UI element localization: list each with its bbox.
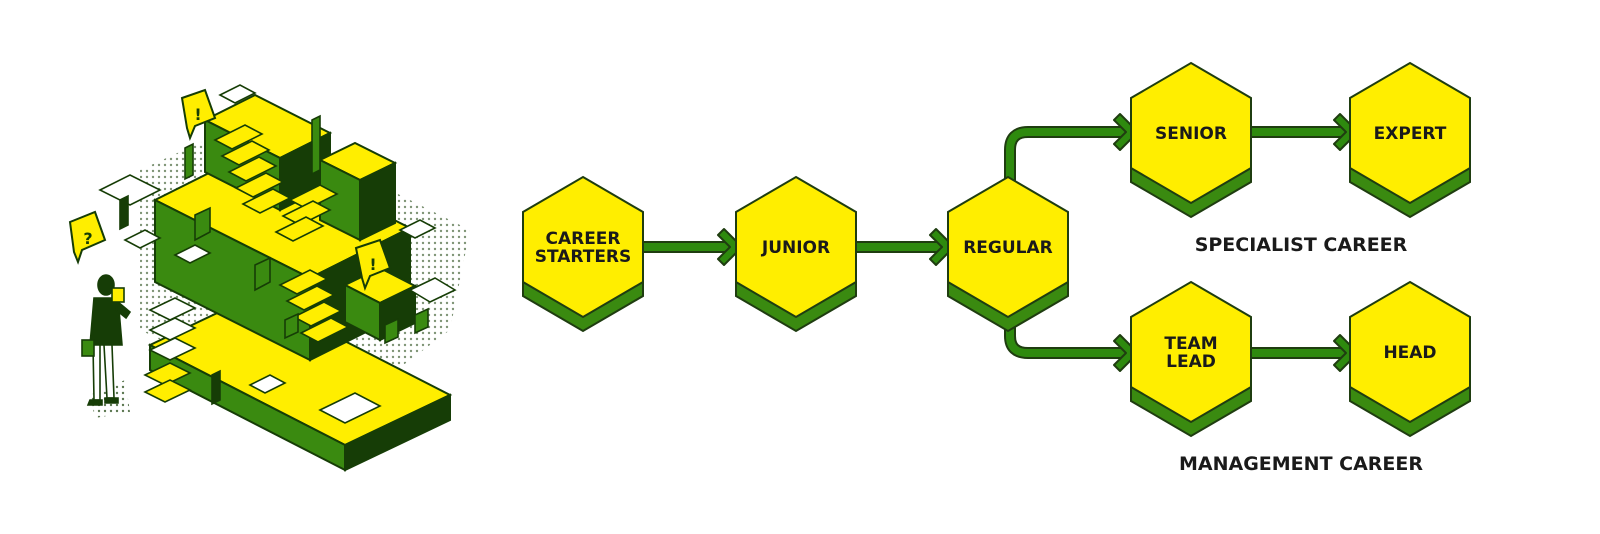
isometric-staircase-illustration: ? ! ! [68, 84, 470, 472]
node-career-starters-label-1: CAREER [545, 229, 620, 249]
hex-face [1349, 61, 1471, 205]
exclaim-bubble-right-icon: ! [354, 238, 392, 291]
node-team-lead-label-1: TEAM [1164, 334, 1217, 354]
node-career-starters-label-2: STARTERS [535, 247, 632, 267]
management-career-label: MANAGEMENT CAREER [1179, 453, 1423, 475]
hex-face [1349, 280, 1471, 424]
specialist-career-label: SPECIALIST CAREER [1195, 234, 1408, 256]
arrow-regular-teamlead-shaft [1006, 311, 1128, 357]
arrow-junior-regular-head [929, 228, 955, 266]
nodes-layer: CAREER STARTERS JUNIOR REGULAR SENIOR EX… [522, 61, 1471, 438]
person-figure [81, 274, 132, 406]
question-mark: ? [83, 229, 92, 248]
node-senior-label: SENIOR [1155, 124, 1227, 144]
arrow-teamlead-head-head [1333, 334, 1359, 372]
arrows-layer [637, 113, 1359, 372]
node-expert-label: EXPERT [1374, 124, 1447, 144]
node-head: HEAD [1349, 280, 1471, 438]
node-junior: JUNIOR [735, 175, 857, 333]
hex-face [1130, 280, 1252, 424]
node-senior: SENIOR [1130, 61, 1252, 219]
arrow-regular-teamlead-head [1113, 334, 1139, 372]
arrow-starters-junior-head [717, 228, 743, 266]
arrow-regular-senior-outline [1004, 126, 1130, 186]
node-career-starters: CAREER STARTERS [522, 175, 644, 333]
arrow-regular-senior-head [1113, 113, 1139, 151]
exclaim-bubble-top-icon: ! [180, 88, 217, 141]
node-regular: REGULAR [947, 175, 1069, 333]
node-expert: EXPERT [1349, 61, 1471, 219]
hex-face [1130, 61, 1252, 205]
exclaim-mark-right: ! [369, 255, 376, 274]
hex-face [947, 175, 1069, 319]
node-team-lead-label-2: LEAD [1166, 352, 1216, 372]
exclaim-mark-top: ! [194, 105, 201, 124]
hex-face [522, 175, 644, 319]
node-head-label: HEAD [1383, 343, 1436, 363]
node-team-lead: TEAM LEAD [1130, 280, 1252, 438]
question-bubble-icon: ? [68, 210, 107, 265]
arrow-senior-expert-head [1333, 113, 1359, 151]
node-junior-label: JUNIOR [761, 238, 830, 258]
node-regular-label: REGULAR [963, 238, 1053, 258]
arrow-regular-senior-shaft [1006, 128, 1128, 184]
hex-face [735, 175, 857, 319]
